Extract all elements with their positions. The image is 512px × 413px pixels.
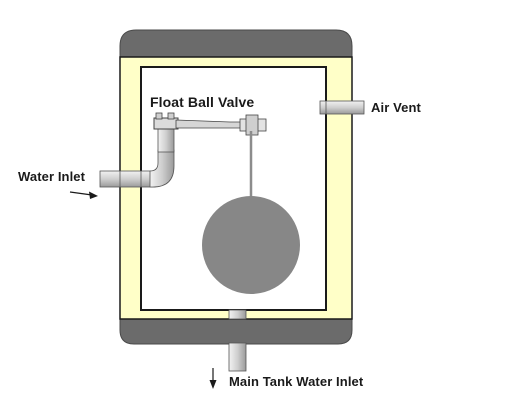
top-cap: [119, 29, 353, 61]
float-ball: [202, 196, 300, 294]
main-tank-inlet-pipe: [228, 342, 247, 372]
main-tank-water-inlet-label: Main Tank Water Inlet: [229, 374, 364, 389]
air-vent-pipe: [319, 100, 365, 115]
water-inlet-pipe: [99, 170, 156, 188]
float-ball-valve-label: Float Ball Valve: [150, 94, 255, 110]
water-inlet-label: Water Inlet: [18, 169, 86, 184]
outlet-stub: [228, 309, 247, 320]
valve-body: [153, 117, 179, 130]
bottom-cap: [119, 317, 353, 345]
inlet-elbow: [149, 149, 175, 188]
inlet-riser: [157, 127, 175, 153]
water-inlet-arrow: [69, 191, 98, 199]
air-vent-label: Air Vent: [371, 100, 421, 115]
main-tank-inlet-arrow: [209, 368, 217, 389]
